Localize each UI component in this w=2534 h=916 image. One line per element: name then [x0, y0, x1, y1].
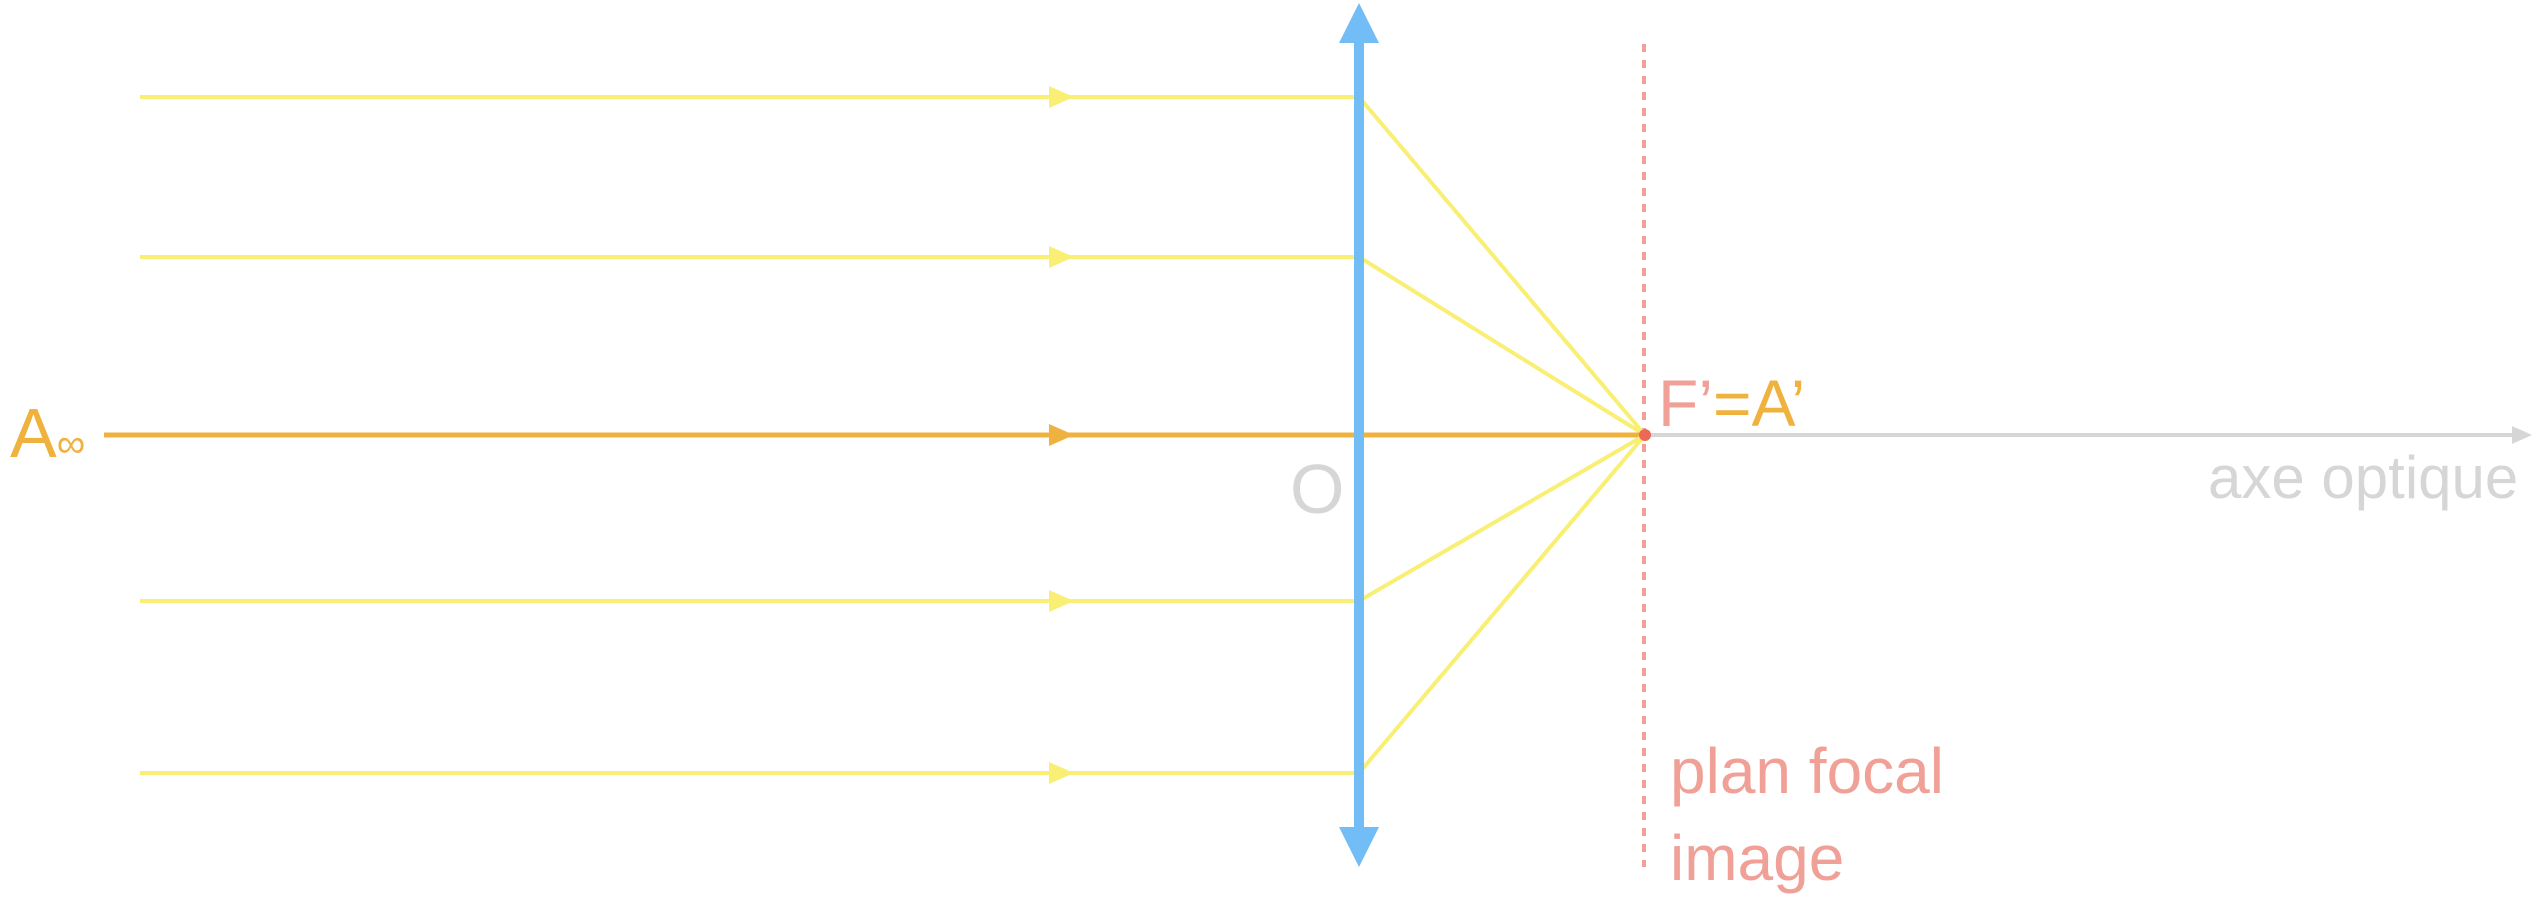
source-label-infinity: ∞ — [57, 422, 86, 466]
focal-plane-label: plan focal image — [1670, 735, 1962, 894]
ray-4-arrowhead — [1049, 590, 1074, 612]
lens-top-arrowhead — [1339, 3, 1379, 43]
optical-center-label: O — [1290, 450, 1344, 528]
focus-label: F’=A’ — [1658, 366, 1805, 440]
focus-label-f: F’ — [1658, 366, 1713, 440]
focus-label-equals: = — [1713, 366, 1752, 440]
ray-1-arrowhead — [1049, 86, 1074, 108]
image-focus-point — [1639, 429, 1651, 441]
light-rays — [104, 86, 1647, 784]
source-label: A∞ — [10, 394, 85, 472]
axis-label: axe optique — [2208, 444, 2518, 511]
converging-lens — [1354, 40, 1364, 830]
ray-4 — [140, 433, 1647, 603]
principal-ray-arrowhead — [1049, 424, 1074, 446]
source-label-letter: A — [10, 394, 57, 472]
focal-plane-label-line1: plan focal — [1670, 735, 1944, 807]
optical-axis-arrowhead — [2512, 426, 2532, 444]
ray-1 — [140, 95, 1647, 437]
ray-2 — [140, 255, 1647, 437]
ray-2-arrowhead — [1049, 246, 1074, 268]
focus-label-a: A’ — [1752, 366, 1806, 440]
ray-5-arrowhead — [1049, 762, 1074, 784]
ray-5 — [140, 433, 1647, 775]
lens-bottom-arrowhead — [1339, 827, 1379, 867]
focal-plane-label-line2: image — [1670, 822, 1844, 894]
